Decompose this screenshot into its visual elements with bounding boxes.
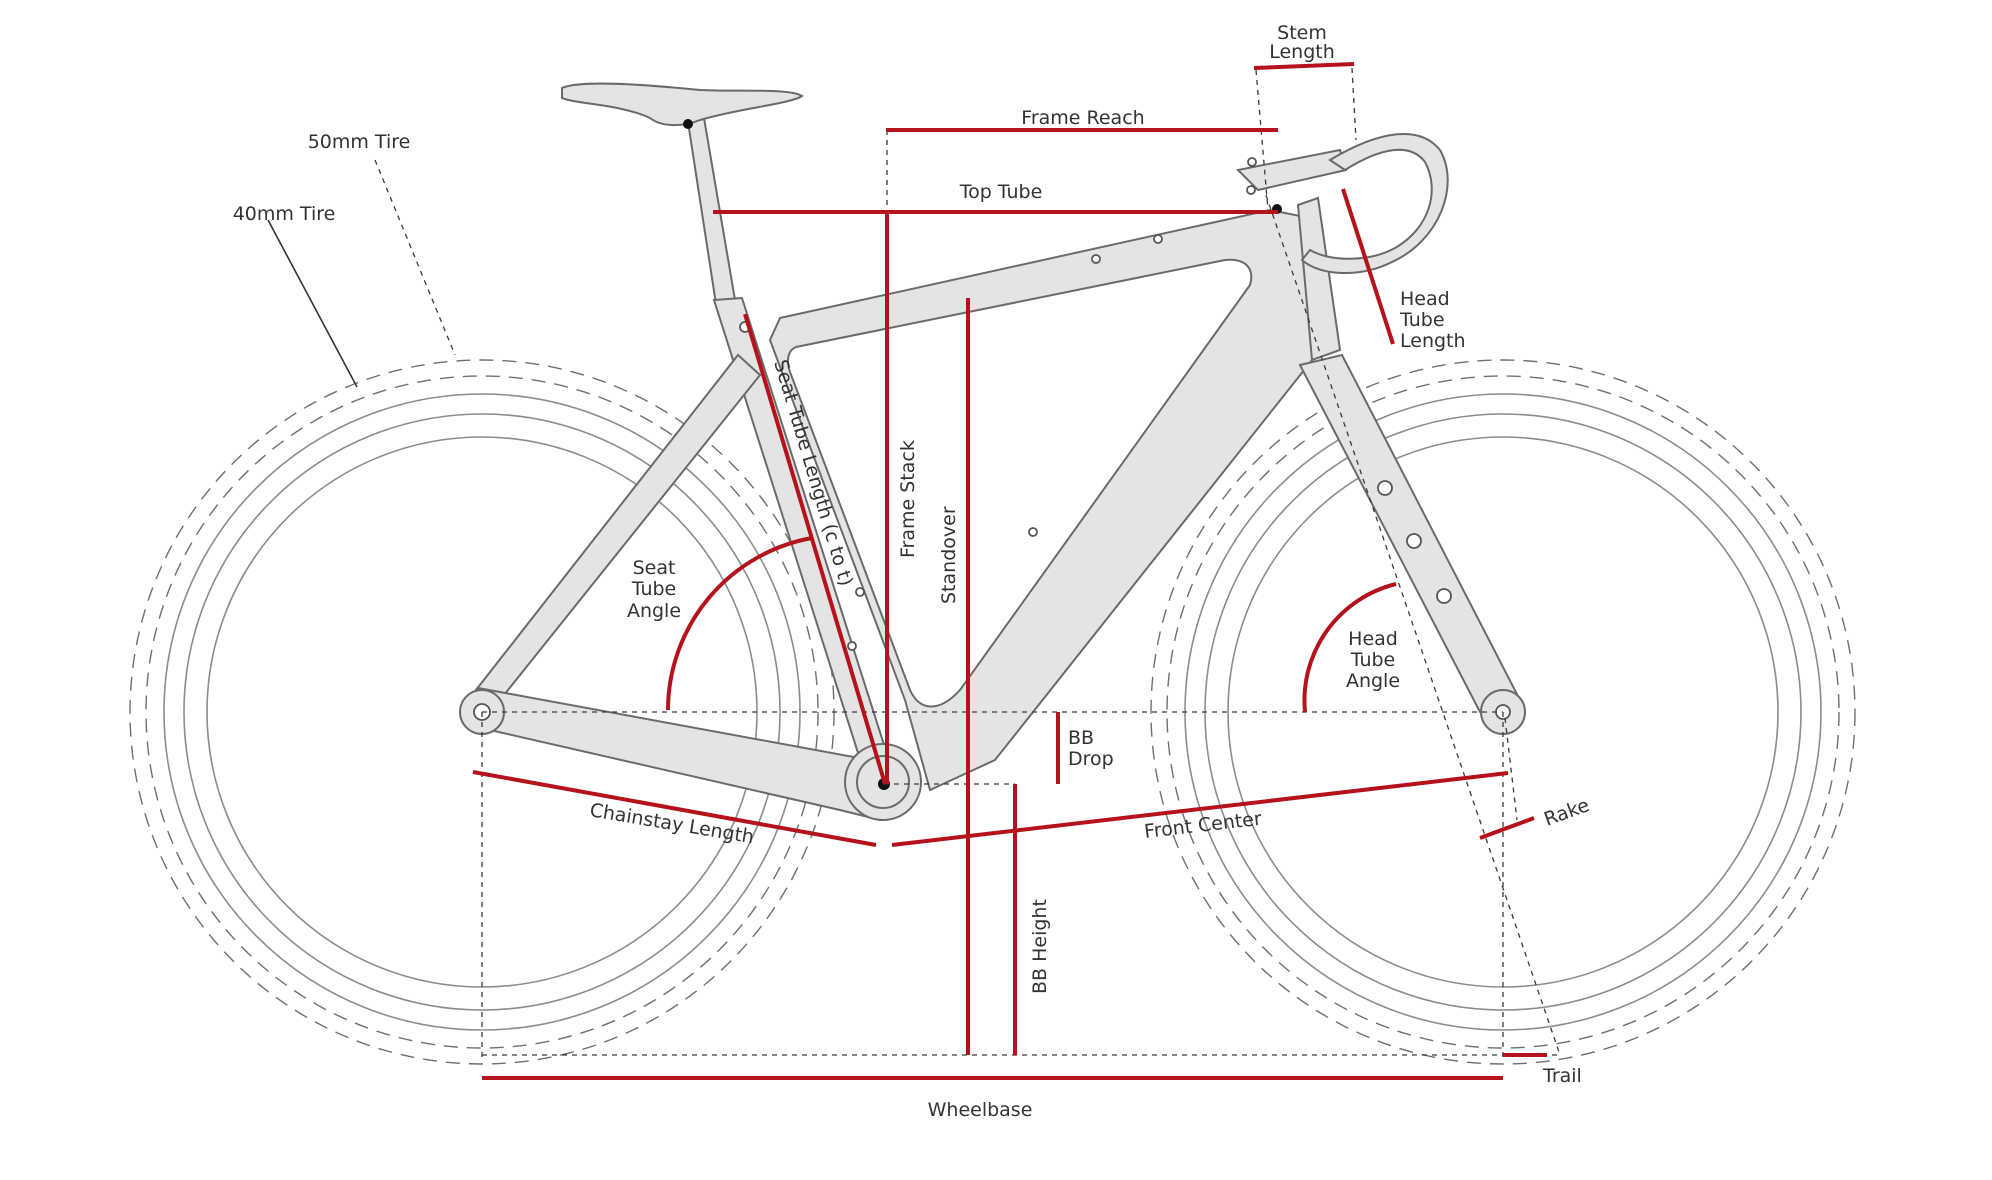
standover-label: Standover [938, 506, 960, 604]
bb-drop-label: BB [1068, 727, 1094, 749]
head-tube-angle-arc [1302, 582, 1397, 713]
bb-height-label: BB Height [1029, 899, 1051, 994]
trail-label: Trail [1542, 1065, 1582, 1087]
seat-tube-angle-label-line3: Angle [627, 600, 681, 622]
wheelbase-label: Wheelbase [928, 1099, 1033, 1121]
frame-stack-label: Frame Stack [897, 440, 919, 558]
seat-tube-angle-arc [666, 536, 813, 711]
bike-frame [459, 82, 1526, 822]
head-tube-angle-label-line2: Tube [1350, 649, 1396, 671]
stem-length-line [1253, 62, 1355, 70]
head-tube-length-line [1341, 188, 1395, 345]
stem-length-label: Stem [1277, 22, 1327, 44]
top-tube-label: Top Tube [959, 181, 1043, 203]
tire-40-label: 40mm Tire [233, 203, 336, 225]
measurement-lines [472, 62, 1547, 1080]
frame-reach-label: Frame Reach [1021, 107, 1144, 129]
seat-tube-angle-label-line2: Tube [631, 578, 677, 600]
chainstay-length-line [472, 770, 877, 847]
rake-label: Rake [1541, 794, 1592, 831]
tire-50-label: 50mm Tire [308, 131, 411, 153]
rake-line [1479, 816, 1535, 840]
head-tube-angle-label: Head [1348, 628, 1398, 650]
seat-tube-angle-label: Seat [633, 557, 676, 579]
front-center-line [891, 771, 1509, 847]
head-tube-length-label-line3: Length [1400, 330, 1466, 352]
tire-40-leader [267, 219, 358, 388]
head-tube-length-label-line2: Tube [1399, 309, 1445, 331]
head-tube-length-label: Head [1400, 288, 1450, 310]
stem-length-label-line2: Length [1269, 41, 1335, 63]
seat-tube-length-line [743, 313, 887, 785]
head-tube-angle-label-line3: Angle [1346, 670, 1400, 692]
bb-drop-label-line2: Drop [1068, 748, 1114, 770]
